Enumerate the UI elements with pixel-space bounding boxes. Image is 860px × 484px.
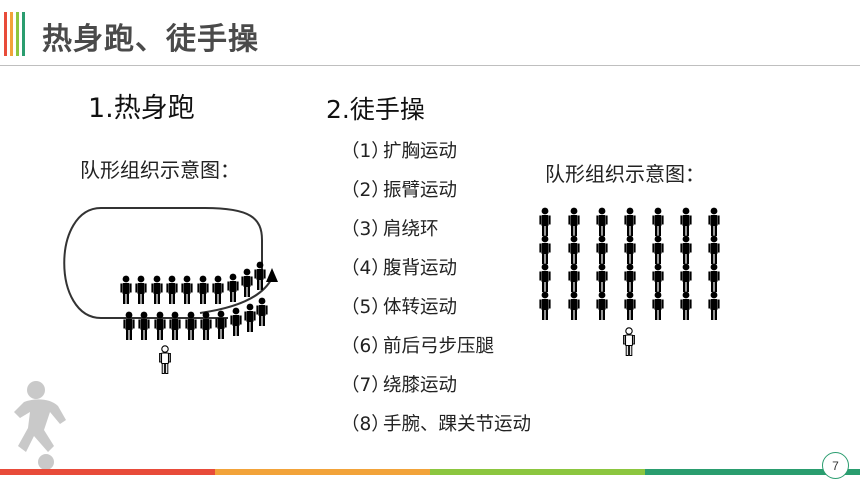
list-item: （5）体转运动: [341, 297, 458, 318]
calisthenics-formation: [539, 207, 720, 320]
running-track-top: [204, 207, 263, 270]
running-column-back: [120, 261, 266, 304]
slide-title: 热身跑、徒手操: [42, 22, 259, 57]
exercise-list: （1）扩胸运动 （2）振臂运动 （3）肩绕环 （4）腹背运动 （5）体转运动 （…: [341, 137, 531, 449]
direction-arrow-icon: [266, 268, 278, 282]
title-divider: [0, 65, 860, 66]
footballer-icon: [14, 381, 66, 470]
list-item: （7）绕膝运动: [341, 375, 458, 396]
section2-caption: 队形组织示意图：: [545, 162, 705, 186]
section2-heading: 2.徒手操: [326, 95, 425, 124]
bottom-bar-green: [430, 469, 645, 475]
list-item: （3）肩绕环: [341, 219, 439, 240]
teacher-figure: [158, 345, 172, 375]
list-item: （1）扩胸运动: [341, 141, 458, 162]
list-item: （4）腹背运动: [341, 258, 458, 279]
list-item: （2）振臂运动: [341, 180, 458, 201]
running-track-loop: [63, 207, 228, 319]
section1-caption: 队形组织示意图：: [80, 158, 240, 182]
section1-heading: 1.热身跑: [88, 93, 195, 124]
bottom-bar-orange: [215, 469, 430, 475]
teacher-figure: [622, 327, 636, 357]
title-accent-bars: [0, 12, 34, 56]
bottom-bar-teal: [645, 469, 860, 475]
list-item: （6）前后弓步压腿: [341, 336, 495, 357]
page-number: 7: [822, 452, 849, 479]
list-item: （8）手腕、踝关节运动: [341, 414, 532, 435]
bottom-bar-red: [0, 469, 215, 475]
